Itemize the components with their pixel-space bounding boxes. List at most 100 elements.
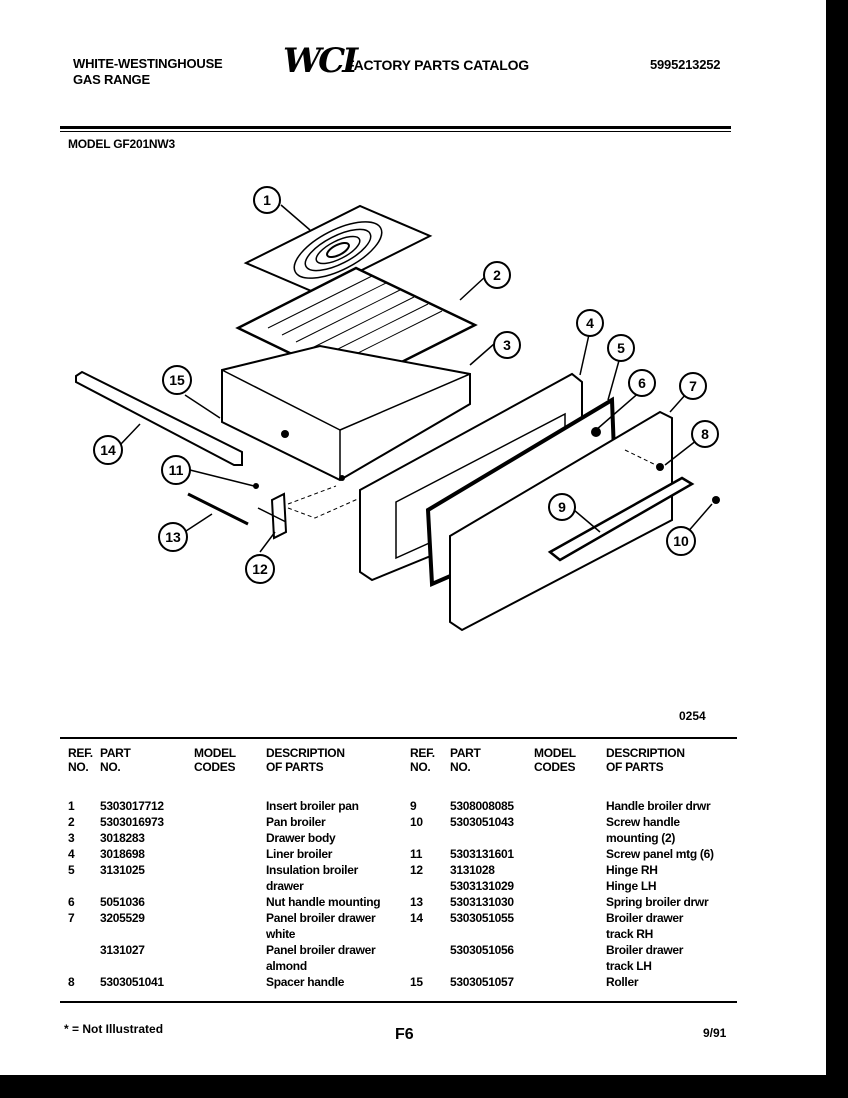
ref-no-header: REF. NO.	[410, 746, 435, 774]
part-no	[100, 926, 194, 942]
description: Spring broiler drwr	[606, 895, 709, 909]
part-no: 5303017712	[100, 799, 164, 813]
catalog-number: 5995213252	[650, 57, 721, 72]
description: Hinge LH	[606, 879, 657, 893]
ref-no: 14	[410, 911, 423, 925]
svg-text:1: 1	[263, 192, 271, 208]
part-no: 5303051041	[100, 975, 164, 989]
model-code	[534, 846, 606, 862]
svg-text:7: 7	[689, 378, 697, 394]
description: Liner broiler	[266, 847, 333, 861]
table-header-row: REF. NO. PART NO. MODEL CODES DESCRIPTIO…	[410, 746, 736, 780]
table-row: 11 5303131601 Screw panel mtg (6)	[410, 846, 736, 862]
page-number: F6	[395, 1026, 414, 1043]
callout-12: 12	[245, 554, 275, 584]
model-code	[534, 830, 606, 846]
ref-no: 2	[68, 815, 75, 829]
parts-table-left: REF. NO. PART NO. MODEL CODES DESCRIPTIO…	[68, 746, 406, 990]
handle-broiler-drawer	[547, 476, 695, 562]
callout-11: 11	[161, 455, 191, 485]
description: white	[266, 927, 296, 941]
svg-text:4: 4	[586, 315, 594, 331]
ref-no: 7	[68, 911, 75, 925]
svg-text:14: 14	[100, 442, 116, 458]
model-label: MODEL GF201NW3	[68, 137, 175, 151]
ref-no: 5	[68, 863, 75, 877]
ref-no: 6	[68, 895, 75, 909]
model-codes-header: MODEL CODES	[194, 746, 236, 774]
ref-no: 11	[410, 847, 423, 861]
part-no: 3018283	[100, 831, 145, 845]
model-code	[194, 798, 266, 814]
table-row: 5303131029 Hinge LH	[410, 878, 736, 894]
part-no: 5303131601	[450, 847, 514, 861]
brand-line-2: GAS RANGE	[73, 72, 150, 87]
model-code	[534, 974, 606, 990]
svg-text:8: 8	[701, 426, 709, 442]
description: mounting (2)	[606, 831, 676, 845]
table-row: drawer	[68, 878, 406, 894]
brand-line-1: WHITE-WESTINGHOUSE	[73, 56, 223, 71]
screw-panel-mtg	[253, 483, 259, 489]
callout-9: 9	[548, 493, 576, 521]
model-code	[194, 926, 266, 942]
ref-no: 12	[410, 863, 423, 877]
part-no: 3131028	[450, 863, 495, 877]
table-row: white	[68, 926, 406, 942]
part-no-header: PART NO.	[100, 746, 131, 774]
model-code	[194, 814, 266, 830]
table-row: track RH	[410, 926, 736, 942]
part-no: 5303051056	[450, 943, 514, 957]
ref-no	[68, 878, 100, 894]
ref-no: 4	[68, 847, 75, 861]
part-no: 5303051043	[450, 815, 514, 829]
part-no	[450, 926, 534, 942]
callout-1: 1	[253, 186, 281, 214]
catalog-date: 9/91	[703, 1026, 727, 1040]
callout-6: 6	[628, 369, 656, 397]
broiler-drawer-track	[75, 370, 243, 466]
svg-text:11: 11	[169, 462, 184, 478]
table-rule-top	[60, 737, 737, 739]
catalog-title: FACTORY PARTS CATALOG	[346, 57, 529, 73]
parts-table-right: REF. NO. PART NO. MODEL CODES DESCRIPTIO…	[410, 746, 736, 990]
ref-no	[68, 942, 100, 958]
header-rule-bottom	[60, 131, 731, 132]
svg-text:5: 5	[617, 340, 625, 356]
table-row: track LH	[410, 958, 736, 974]
model-code	[194, 974, 266, 990]
wci-logo: WCI	[283, 41, 358, 81]
callout-15: 15	[162, 365, 192, 395]
part-no: 3131025	[100, 863, 145, 877]
ref-no	[410, 830, 450, 846]
description: Handle broiler drwr	[606, 799, 711, 813]
ref-no: 3	[68, 831, 75, 845]
callout-7: 7	[679, 372, 707, 400]
part-no: 5303051057	[450, 975, 514, 989]
part-no	[100, 878, 194, 894]
description: almond	[266, 959, 307, 973]
model-code	[194, 878, 266, 894]
description: Screw panel mtg (6)	[606, 847, 714, 861]
callout-5: 5	[607, 334, 635, 362]
part-no: 5303131029	[450, 879, 514, 893]
insert-broiler-pan	[243, 204, 433, 295]
description: drawer	[266, 879, 304, 893]
model-code	[534, 942, 606, 958]
svg-text:2: 2	[493, 267, 501, 283]
part-no: 5303051055	[450, 911, 514, 925]
description: Screw handle	[606, 815, 680, 829]
description: Hinge RH	[606, 863, 658, 877]
model-code	[194, 894, 266, 910]
part-no-header: PART NO.	[450, 746, 481, 774]
svg-text:15: 15	[169, 372, 185, 388]
